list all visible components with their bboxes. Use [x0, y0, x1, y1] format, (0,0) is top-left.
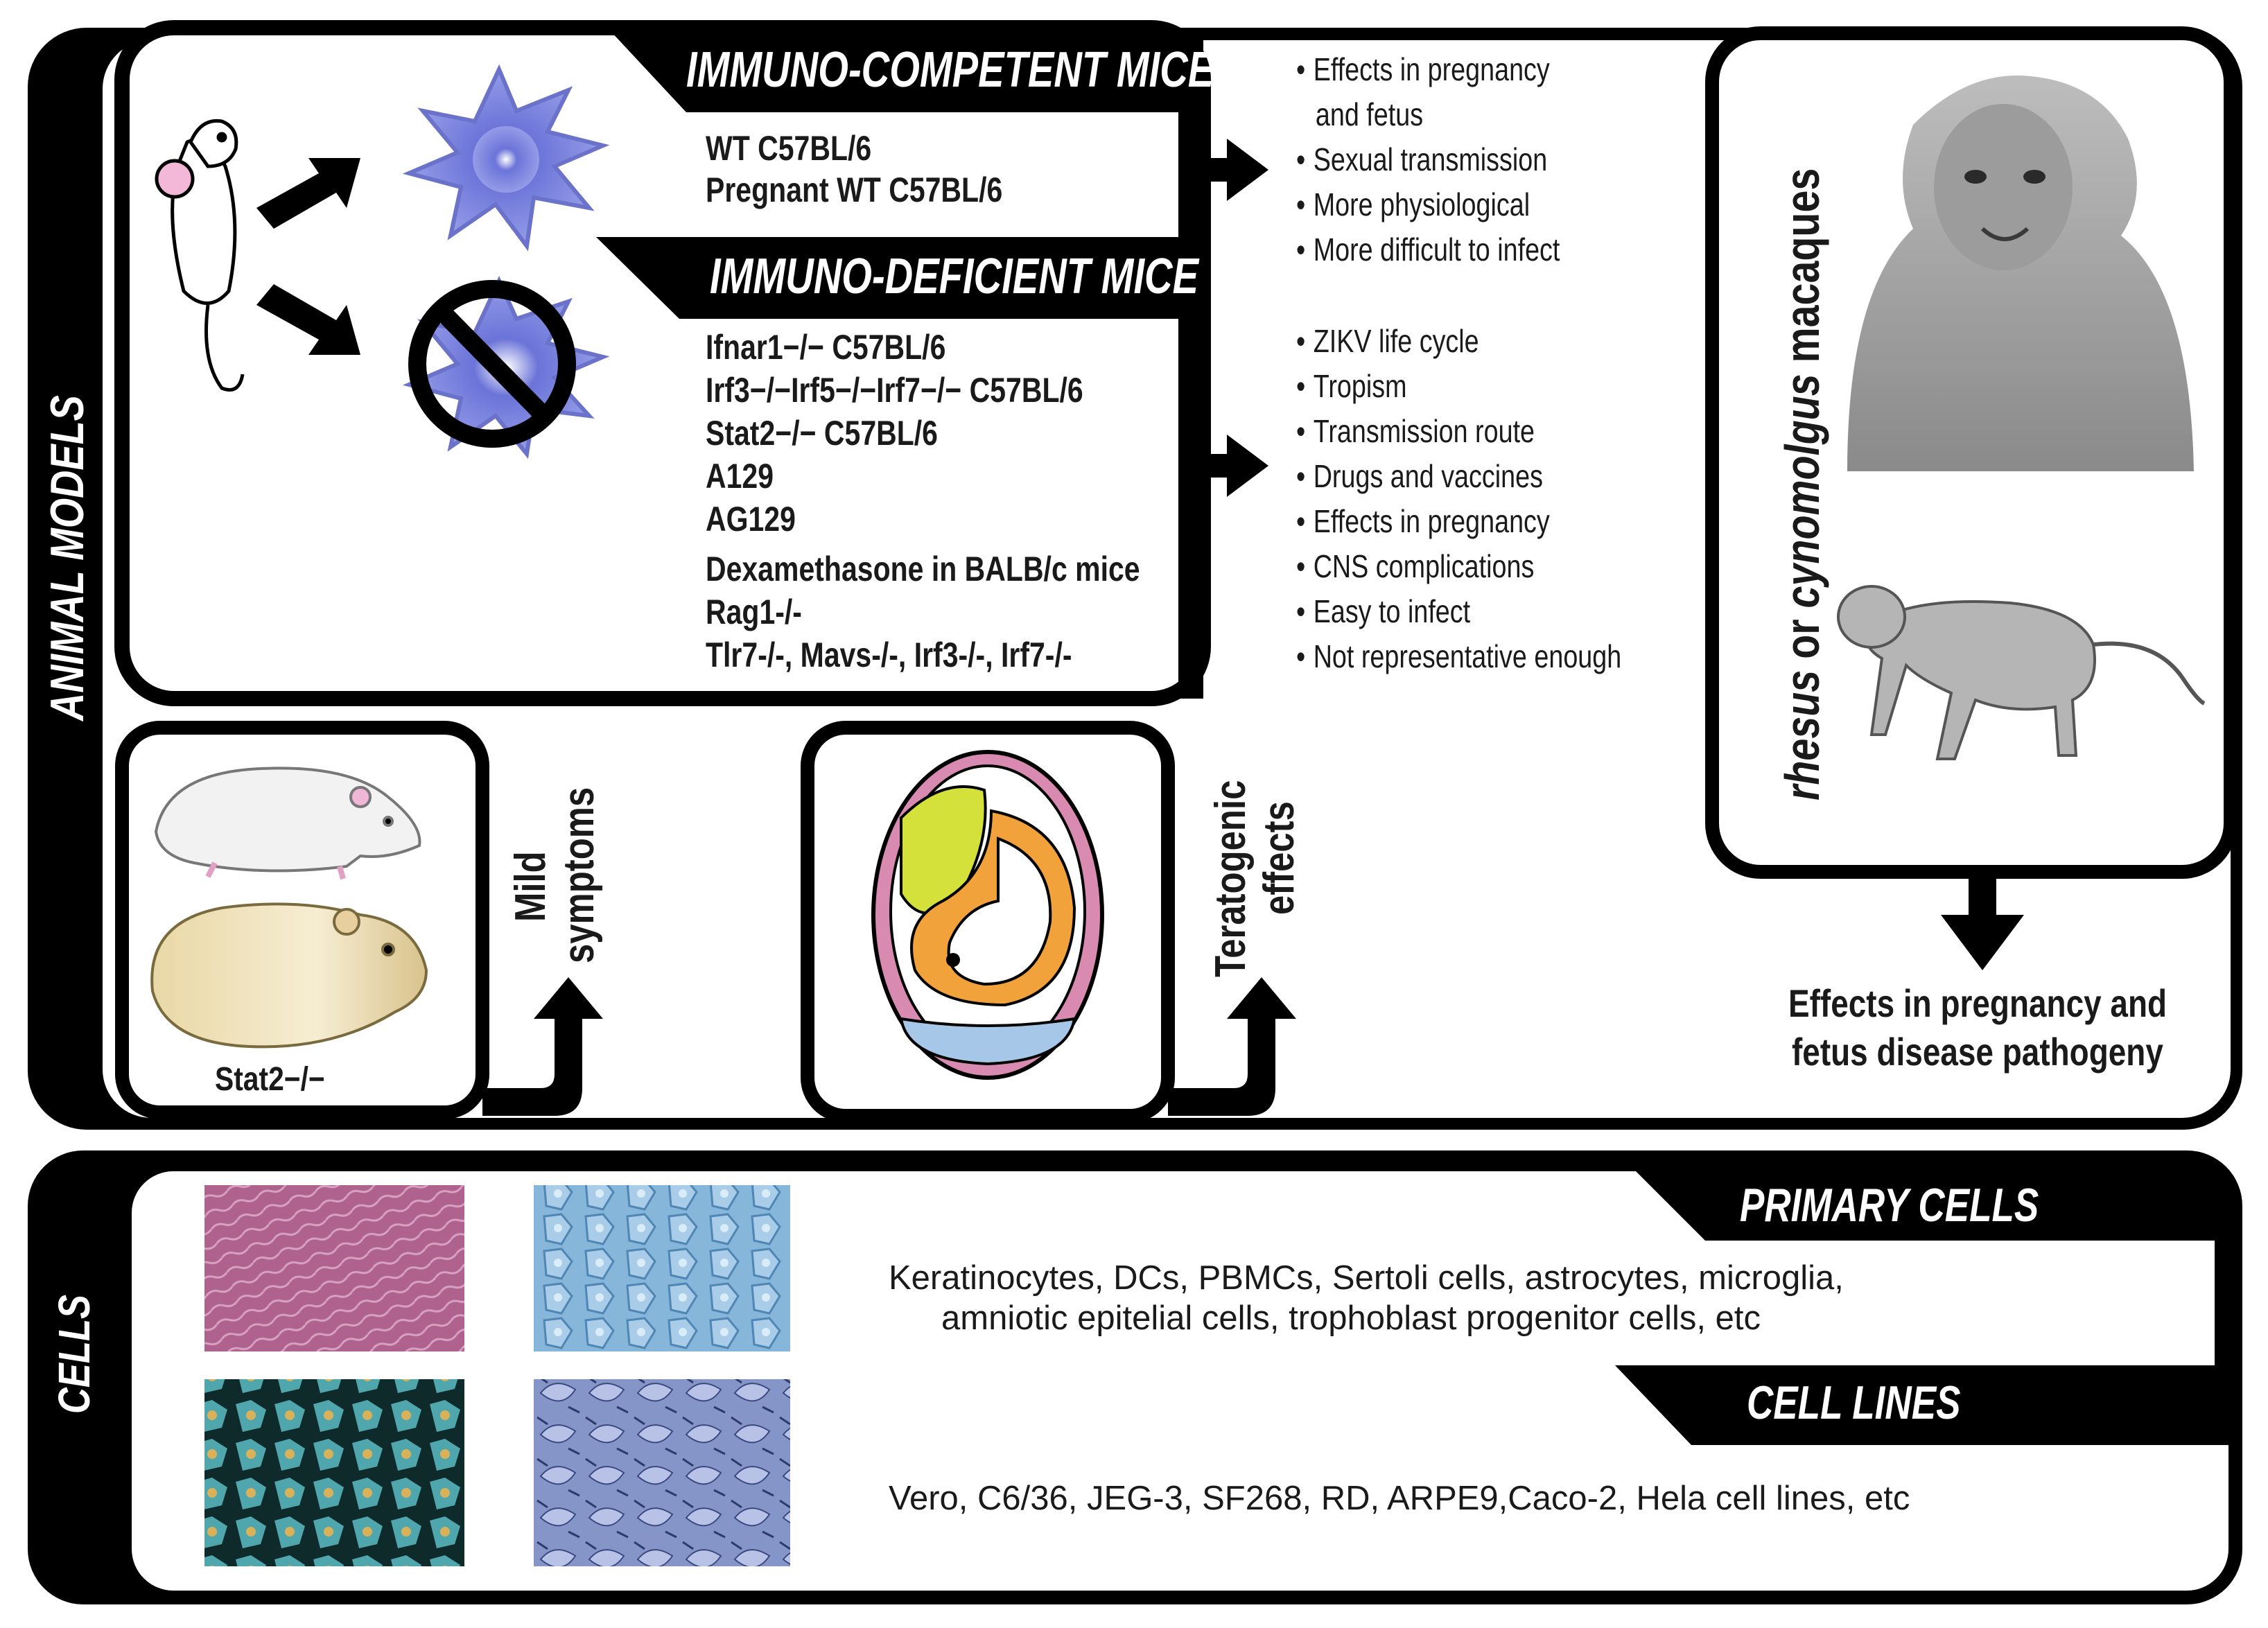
- feature-item: Easy to infect: [1296, 589, 1621, 634]
- primate-species-label: rhesus or cynomolgus macaques: [1774, 168, 1830, 800]
- arrow-teratogenic: [1168, 977, 1296, 1116]
- micrograph-line-2: [534, 1379, 790, 1566]
- macaque-portrait: [1840, 62, 2197, 471]
- feature-item: Transmission route: [1296, 409, 1621, 454]
- primate-label-cynomolgus: cynomolgus: [1775, 374, 1829, 609]
- primate-label-macaques: macaques: [1775, 168, 1829, 374]
- immunodeficient-strain: Irf3−/−Irf5−/−Irf7−/− C57BL/6: [706, 371, 1083, 410]
- dendritic-cell-icon: [402, 64, 610, 252]
- animal-models-side-label: ANIMAL MODELS: [41, 395, 94, 721]
- primate-label-or: or: [1775, 608, 1829, 670]
- micrograph-line-1: [204, 1379, 464, 1566]
- primate-outcome-line-2: fetus disease pathogeny: [1792, 1030, 2163, 1074]
- arrow-competent-features: [1203, 139, 1268, 201]
- feature-item: Tropism: [1296, 364, 1621, 409]
- arrow-primate-outcome: [1941, 872, 2024, 970]
- immunodeficient-tab: [596, 237, 1203, 319]
- immunodeficient-strain: A129: [706, 457, 774, 496]
- embryo-illustration: [871, 750, 1104, 1080]
- micrograph-primary-2: [534, 1185, 790, 1351]
- cell-lines-tab: [1615, 1365, 2228, 1445]
- immunodeficient-strain-list: Ifnar1−/− C57BL/6 Irf3−/−Irf5−/−Irf7−/− …: [706, 327, 1235, 678]
- feature-item-continued: and fetus: [1315, 96, 1424, 132]
- feature-item: More difficult to infect: [1296, 227, 1560, 272]
- primary-cells-tab: [1636, 1171, 2228, 1241]
- feature-item: ZIKV life cycle: [1296, 319, 1621, 364]
- teratogenic-line-2: effects: [1255, 801, 1303, 915]
- immunodeficient-strain: Dexamethasone in BALB/c mice: [706, 550, 1140, 588]
- rodent-caption: Stat2−/−: [215, 1061, 325, 1098]
- mild-symptoms-line-2: symptoms: [555, 787, 603, 963]
- feature-item: Drugs and vaccines: [1296, 454, 1621, 499]
- feature-item: More physiological: [1296, 182, 1560, 227]
- teratogenic-line-1: Teratogenic: [1207, 780, 1255, 977]
- deficient-dendritic-cell-icon: [402, 275, 610, 459]
- arrow-to-dc-2: [256, 284, 360, 355]
- immunocompetent-title: IMMUNO-COMPETENT MICE: [686, 42, 1214, 98]
- primary-cells-line-2: amniotic epitelial cells, trophoblast pr…: [941, 1299, 1761, 1337]
- immunocompetent-strain-1: WT C57BL/6: [706, 129, 872, 168]
- primate-label-rhesus: rhesus: [1775, 669, 1829, 800]
- arrow-to-dc-1: [256, 158, 360, 229]
- immunodeficient-strain: Ifnar1−/− C57BL/6: [706, 328, 946, 367]
- cell-lines-title: CELL LINES: [1747, 1376, 1961, 1429]
- immunodeficient-strain: Tlr7-/-, Mavs-/-, Irf3-/-, Irf7-/-: [706, 636, 1072, 674]
- mouse-illustration: [155, 119, 245, 392]
- mild-symptoms-line-1: Mild: [507, 851, 555, 922]
- feature-item: Effects in pregnancy: [1296, 47, 1560, 92]
- feature-item: Effects in pregnancy: [1296, 499, 1621, 544]
- immunodeficient-features: ZIKV life cycle Tropism Transmission rou…: [1296, 319, 1693, 679]
- primary-cells-line-1: Keratinocytes, DCs, PBMCs, Sertoli cells…: [889, 1259, 1844, 1297]
- feature-item: Sexual transmission: [1296, 137, 1560, 182]
- feature-item: CNS complications: [1296, 544, 1621, 589]
- feature-item: Not representative enough: [1296, 634, 1622, 679]
- primary-cells-title: PRIMARY CELLS: [1740, 1179, 2039, 1232]
- micrograph-primary-1: [204, 1185, 464, 1351]
- hamster-illustration: [154, 767, 421, 880]
- immunodeficient-strain: Rag1-/-: [706, 593, 802, 631]
- immunocompetent-strain-2: Pregnant WT C57BL/6: [706, 170, 1003, 209]
- immunodeficient-title: IMMUNO-DEFICIENT MICE: [710, 249, 1199, 304]
- immunocompetent-features: Effects in pregnancy and fetus Sexual tr…: [1296, 47, 1618, 272]
- arrow-mild-symptoms: [482, 977, 603, 1116]
- primate-outcome-line-1: Effects in pregnancy and: [1788, 981, 2167, 1025]
- immunocompetent-tab: [610, 30, 1203, 112]
- cell-lines-text: Vero, C6/36, JEG-3, SF268, RD, ARPE9,Cac…: [889, 1480, 1910, 1517]
- macaque-walking: [1837, 585, 2206, 760]
- immunodeficient-strain: AG129: [706, 500, 796, 539]
- arrow-deficient-features: [1203, 435, 1268, 497]
- immunodeficient-strain: Stat2−/− C57BL/6: [706, 414, 938, 453]
- cells-side-label: CELLS: [49, 1294, 99, 1414]
- guinea-pig-illustration: [150, 902, 428, 1049]
